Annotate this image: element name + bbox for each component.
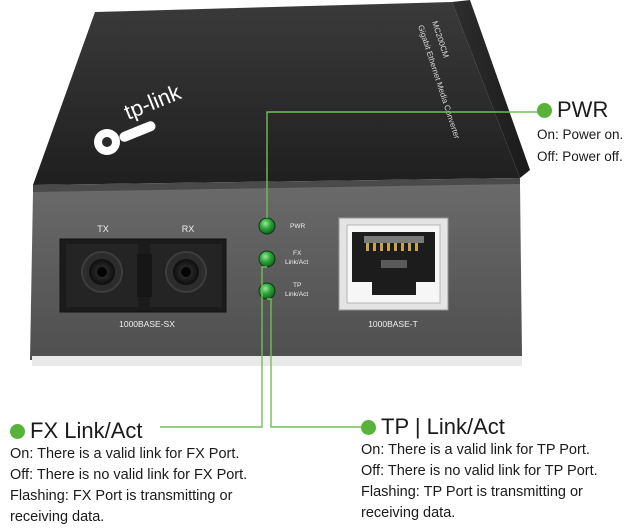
led-label-pwr: PWR — [290, 223, 305, 230]
pwr-callout: PWR On: Power on. Off: Power off. — [537, 97, 623, 167]
tp-callout-title: TP | Link/Act — [381, 414, 505, 439]
device-shadow — [32, 356, 522, 366]
tp-callout-flashing-cont: receiving data. — [361, 505, 456, 521]
fx-callout: FX Link/Act On: There is a valid link fo… — [10, 418, 247, 528]
led-label-tp-linkact: Link/Act — [285, 291, 308, 298]
port-label-1000base-sx: 1000BASE-SX — [119, 319, 175, 329]
tp-callout-on: On: There is a valid link for TP Port. — [361, 442, 590, 458]
green-dot-icon — [537, 102, 552, 118]
green-dot-icon — [361, 419, 376, 435]
tp-leader-line — [267, 298, 368, 428]
fx-callout-off: Off: There is no valid link for FX Port. — [10, 467, 248, 483]
green-dot-icon — [10, 423, 25, 439]
sc-fiber-port — [59, 238, 227, 313]
tp-link-logo — [94, 121, 156, 155]
device-top-cover — [33, 2, 520, 185]
port-label-tx: TX — [97, 224, 109, 234]
led-label-fx: FX — [293, 250, 302, 257]
fx-link-act-led — [258, 250, 276, 268]
led-label-tp: TP — [293, 282, 301, 289]
tp-callout: TP | Link/Act On: There is a valid link … — [361, 414, 598, 524]
device-side — [452, 0, 530, 178]
pwr-callout-on: On: Power on. — [537, 127, 624, 142]
pwr-callout-off: Off: Power off. — [537, 149, 623, 164]
fx-callout-flashing-cont: receiving data. — [10, 509, 105, 525]
port-label-rx: RX — [182, 224, 195, 234]
led-label-fx-linkact: Link/Act — [285, 259, 308, 266]
pwr-led — [258, 217, 276, 235]
tp-callout-flashing: Flashing: TP Port is transmitting or — [361, 484, 583, 500]
fx-callout-title: FX Link/Act — [30, 418, 143, 443]
pwr-callout-title: PWR — [557, 97, 609, 122]
pwr-leader-line — [266, 111, 539, 218]
fx-callout-flashing: Flashing: FX Port is transmitting or — [10, 488, 233, 504]
fx-callout-on: On: There is a valid link for FX Port. — [10, 446, 240, 462]
fx-leader-line — [160, 266, 267, 428]
rj45-port — [338, 217, 449, 311]
port-label-1000base-t: 1000BASE-T — [368, 319, 418, 329]
tp-callout-off: Off: There is no valid link for TP Port. — [361, 463, 598, 479]
